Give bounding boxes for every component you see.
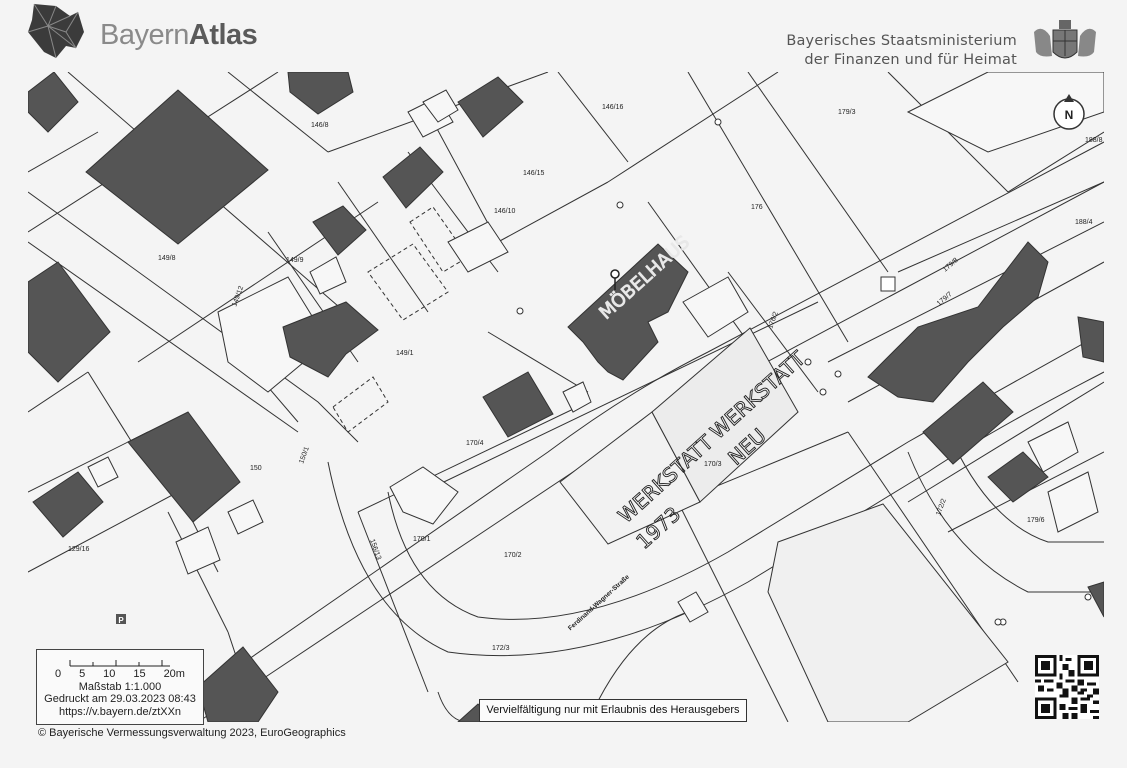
logo-text-bold: Atlas — [188, 18, 258, 51]
parcel-label: 172/3 — [492, 645, 510, 652]
large-outline-building — [767, 503, 1009, 722]
scale-bar — [69, 660, 170, 667]
ministry-title: Bayerisches Staatsministerium der Finanz… — [786, 32, 1017, 70]
parcel-label: 170/2 — [504, 552, 522, 559]
scale-box: 0 5 10 15 20m Maßstab 1:1.000 Gedruckt a… — [36, 649, 204, 725]
parcel-label: 149/8 — [158, 255, 176, 262]
parcel-label: 179/3 — [838, 109, 856, 116]
parcel-label: 188/8 — [1085, 137, 1103, 144]
tick-0: 0 — [55, 668, 62, 680]
parcel-label: 146/16 — [602, 104, 624, 111]
ministry-line-2: der Finanzen und für Heimat — [804, 52, 1017, 68]
parcel-label: 176 — [751, 204, 763, 211]
parcel-label: 179/6 — [1027, 517, 1045, 524]
location-pin-icon[interactable] — [610, 269, 620, 290]
parcel-label: 146/8 — [311, 122, 329, 129]
parcel-label: 146/10 — [494, 208, 516, 215]
parcel-label: 129/16 — [68, 546, 90, 553]
tick-15: 15 — [133, 668, 146, 680]
planned-outlines — [332, 206, 469, 433]
north-label: N — [1065, 108, 1074, 122]
copyright-notice-box: Vervielfältigung nur mit Erlaubnis des H… — [479, 699, 747, 722]
parcel-label: 170/3 — [704, 461, 722, 468]
ministry-line-1: Bayerisches Staatsministerium — [786, 33, 1017, 49]
scale-ratio: Maßstab 1:1.000 — [78, 680, 162, 693]
parking-icon — [116, 614, 126, 624]
hydrant-symbol — [880, 276, 896, 292]
scale-ticks: 0 5 10 15 20m — [55, 668, 185, 681]
bavaria-logo-icon — [27, 3, 84, 59]
tick-10: 10 — [103, 668, 116, 680]
parcel-label: 170/4 — [466, 440, 484, 447]
parcel-label: 172/2 — [935, 498, 948, 517]
parcel-label: 170/1 — [413, 536, 431, 543]
notice-text: Vervielfältigung nur mit Erlaubnis des H… — [486, 704, 740, 716]
parcel-label: 156/13 — [368, 538, 382, 561]
buildings — [28, 72, 1104, 722]
coat-of-arms-icon — [1034, 20, 1096, 59]
parcel-label: 150 — [250, 465, 262, 472]
logo-wordmark: BayernAtlas — [100, 18, 258, 52]
copyright-text: © Bayerische Vermessungsverwaltung 2023,… — [38, 727, 346, 739]
print-date: Gedruckt am 29.03.2023 08:43 — [44, 693, 196, 705]
street-label: Ferdinand-Wagner-Straße — [567, 573, 631, 632]
parcel-label: 179/8 — [942, 257, 960, 274]
bayernatlas-logo[interactable]: BayernAtlas — [26, 2, 258, 62]
parcel-label: 146/15 — [523, 170, 545, 177]
small-markers — [516, 118, 1092, 626]
parcel-label: 176/2 — [767, 311, 780, 330]
outline-buildings — [87, 72, 1104, 623]
logo-text-light: Bayern — [100, 18, 189, 51]
north-arrow-icon[interactable] — [1053, 94, 1085, 130]
tick-5: 5 — [79, 668, 86, 680]
parcel-label: 149/9 — [286, 257, 304, 264]
short-url[interactable]: https://v.bayern.de/ztXXn — [58, 705, 182, 718]
tick-20: 20m — [163, 668, 185, 680]
parking-label: P — [118, 616, 124, 625]
qr-code-icon[interactable] — [1035, 655, 1099, 719]
parcel-label: 150/1 — [298, 446, 311, 465]
parcel-label: 188/4 — [1075, 219, 1093, 226]
werkstatt-neu-area — [651, 327, 799, 503]
parcel-label: 149/1 — [396, 350, 414, 357]
cadastral-map[interactable]: N P 146/16 146/8 146/15 146/10 149/8 149/9 149… — [28, 72, 1104, 722]
